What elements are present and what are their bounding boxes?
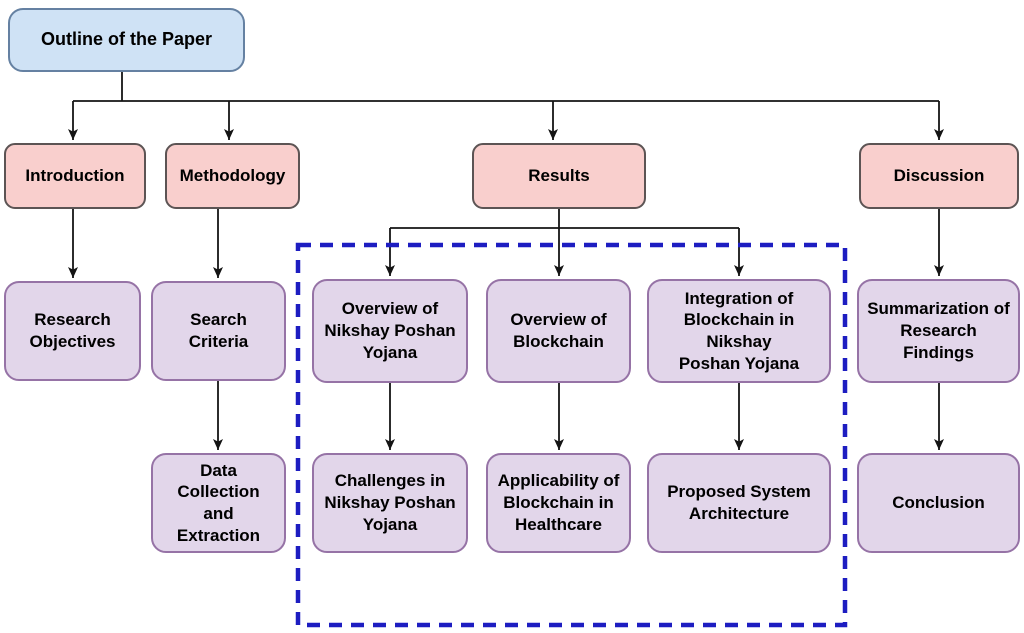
node-applicability-blockchain-healthcare-label: Applicability of Blockchain in Healthcar… <box>497 471 620 534</box>
node-search-criteria: Search Criteria <box>151 281 286 381</box>
node-data-collection-extraction: Data Collection and Extraction <box>151 453 286 553</box>
node-overview-nikshay-poshan-yojana-label: Overview of Nikshay Poshan Yojana <box>324 299 456 362</box>
node-discussion-label: Discussion <box>893 166 985 186</box>
node-introduction-label: Introduction <box>25 166 125 186</box>
node-summarization-research-findings-label: Summarization of Research Findings <box>867 299 1010 362</box>
node-search-criteria-label: Search Criteria <box>188 310 249 351</box>
node-outline-of-the-paper-label: Outline of the Paper <box>40 29 213 50</box>
node-discussion: Discussion <box>859 143 1019 209</box>
edge-results-bus <box>390 209 739 229</box>
node-proposed-system-architecture: Proposed System Architecture <box>647 453 831 553</box>
node-conclusion: Conclusion <box>857 453 1020 553</box>
node-results: Results <box>472 143 646 209</box>
node-applicability-blockchain-healthcare: Applicability of Blockchain in Healthcar… <box>486 453 631 553</box>
node-outline-of-the-paper: Outline of the Paper <box>8 8 245 72</box>
node-methodology: Methodology <box>165 143 300 209</box>
node-integration-blockchain-nikshay: Integration of Blockchain in Nikshay Pos… <box>647 279 831 383</box>
node-overview-nikshay-poshan-yojana: Overview of Nikshay Poshan Yojana <box>312 279 468 383</box>
node-conclusion-label: Conclusion <box>892 493 985 513</box>
node-overview-blockchain: Overview of Blockchain <box>486 279 631 383</box>
node-summarization-research-findings: Summarization of Research Findings <box>857 279 1020 383</box>
node-research-objectives-label: Research Objectives <box>29 310 116 351</box>
node-introduction: Introduction <box>4 143 146 209</box>
edge-root-bus <box>73 72 939 102</box>
node-challenges-nikshay-poshan-yojana-label: Challenges in Nikshay Poshan Yojana <box>324 471 456 534</box>
node-proposed-system-architecture-label: Proposed System Architecture <box>667 482 811 523</box>
node-overview-blockchain-label: Overview of Blockchain <box>510 310 607 351</box>
node-integration-blockchain-nikshay-label: Integration of Blockchain in Nikshay Pos… <box>678 288 800 373</box>
node-data-collection-extraction-label: Data Collection and Extraction <box>176 460 261 545</box>
node-results-label: Results <box>528 166 590 186</box>
node-challenges-nikshay-poshan-yojana: Challenges in Nikshay Poshan Yojana <box>312 453 468 553</box>
node-research-objectives: Research Objectives <box>4 281 141 381</box>
node-methodology-label: Methodology <box>179 166 286 186</box>
